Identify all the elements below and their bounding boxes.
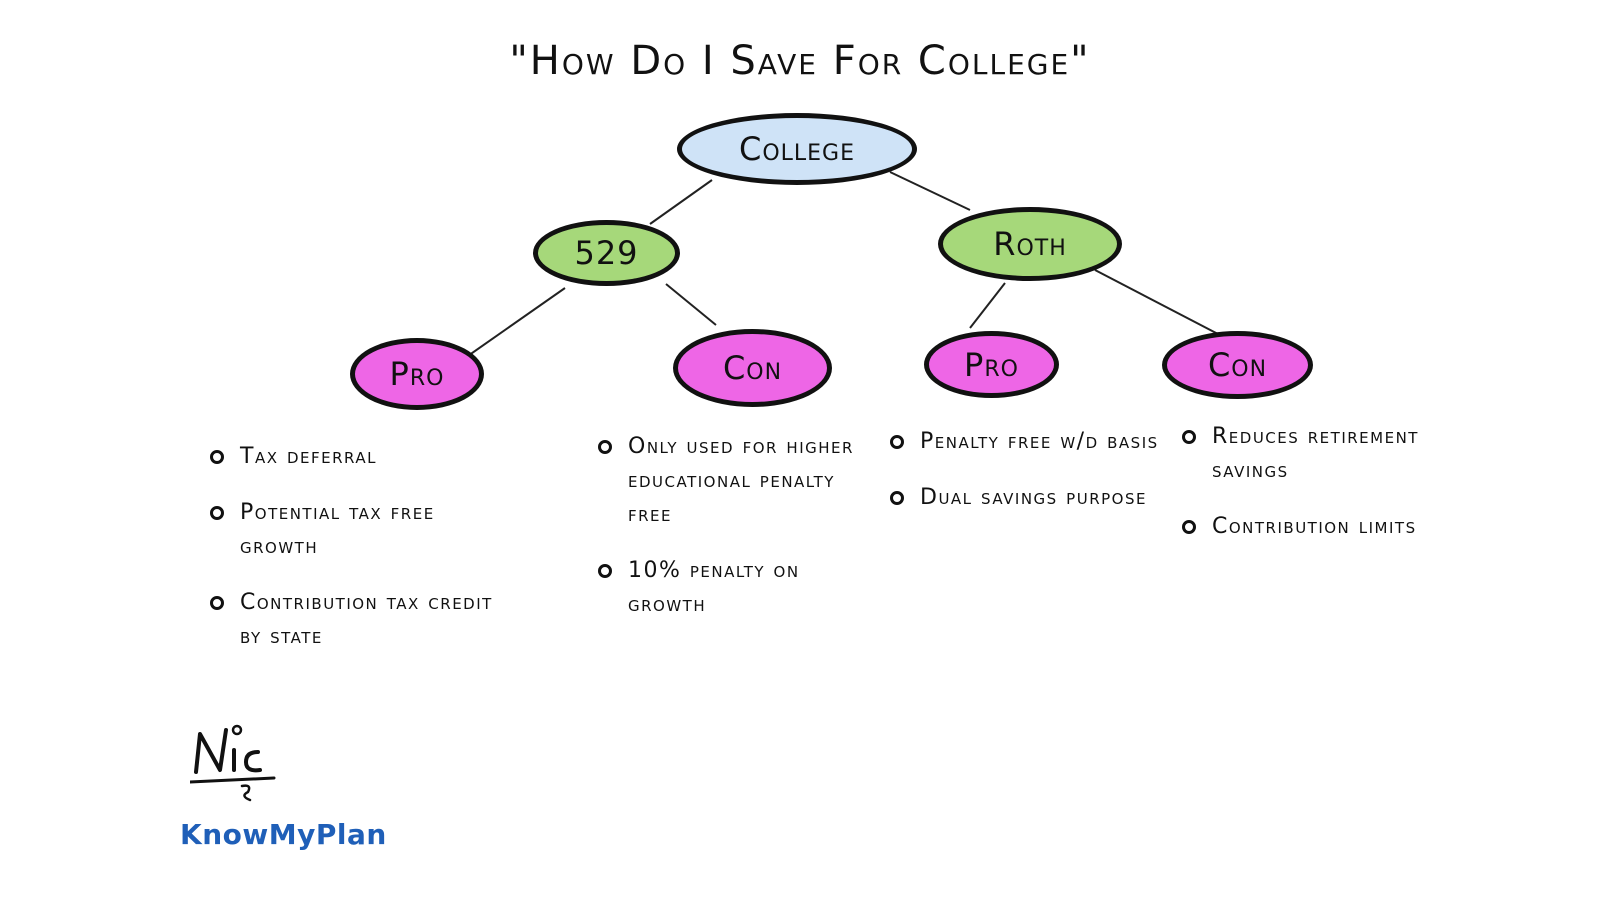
list-item-text: Only used for higher educational penalty… bbox=[628, 434, 854, 527]
list-item: Potential tax free growth bbox=[210, 496, 510, 564]
node-529: 529 bbox=[533, 220, 680, 286]
node-college: College bbox=[677, 113, 917, 185]
node-roth-con: Con bbox=[1162, 331, 1313, 399]
list-roth-cons: Reduces retirement savings Contribution … bbox=[1182, 420, 1442, 566]
node-roth-pro: Pro bbox=[924, 331, 1059, 398]
list-roth-pros: Penalty free w/d basis Dual savings purp… bbox=[890, 425, 1160, 537]
list-item: Tax deferral bbox=[210, 440, 510, 474]
bullet-icon bbox=[1182, 430, 1196, 444]
list-item: Dual savings purpose bbox=[890, 481, 1160, 515]
bullet-icon bbox=[210, 506, 224, 520]
list-item: Penalty free w/d basis bbox=[890, 425, 1160, 459]
list-item: Only used for higher educational penalty… bbox=[598, 430, 868, 532]
brand-logo: KnowMyPlan bbox=[180, 818, 387, 851]
bullet-icon bbox=[210, 450, 224, 464]
list-item-text: Potential tax free growth bbox=[240, 500, 435, 559]
node-529-pro: Pro bbox=[350, 338, 484, 410]
list-item: 10% penalty on growth bbox=[598, 554, 868, 622]
list-item-text: Penalty free w/d basis bbox=[920, 429, 1159, 454]
bullet-icon bbox=[598, 564, 612, 578]
list-item-text: Reduces retirement savings bbox=[1212, 424, 1419, 483]
signature-icon bbox=[190, 724, 276, 802]
list-item-text: 10% penalty on growth bbox=[628, 558, 800, 617]
bullet-icon bbox=[890, 491, 904, 505]
edge-college-roth bbox=[889, 171, 971, 211]
bullet-icon bbox=[1182, 520, 1196, 534]
edge-college-529 bbox=[649, 179, 713, 225]
node-roth: Roth bbox=[938, 207, 1122, 281]
bullet-icon bbox=[890, 435, 904, 449]
list-item: Contribution limits bbox=[1182, 510, 1442, 544]
diagram-title: "How Do I Save For College" bbox=[509, 38, 1091, 84]
list-item-text: Contribution limits bbox=[1212, 514, 1417, 539]
edge-529-con bbox=[665, 283, 717, 326]
list-529-pros: Tax deferral Potential tax free growth C… bbox=[210, 440, 510, 676]
edge-roth-con bbox=[1094, 269, 1219, 335]
edge-roth-pro bbox=[969, 282, 1006, 329]
list-item-text: Tax deferral bbox=[240, 444, 377, 469]
node-529-con: Con bbox=[673, 329, 832, 407]
bullet-icon bbox=[210, 596, 224, 610]
list-item: Contribution tax credit by state bbox=[210, 586, 510, 654]
list-529-cons: Only used for higher educational penalty… bbox=[598, 430, 868, 644]
list-item: Reduces retirement savings bbox=[1182, 420, 1442, 488]
list-item-text: Dual savings purpose bbox=[920, 485, 1147, 510]
bullet-icon bbox=[598, 440, 612, 454]
edge-529-pro bbox=[454, 287, 566, 366]
list-item-text: Contribution tax credit by state bbox=[240, 590, 493, 649]
